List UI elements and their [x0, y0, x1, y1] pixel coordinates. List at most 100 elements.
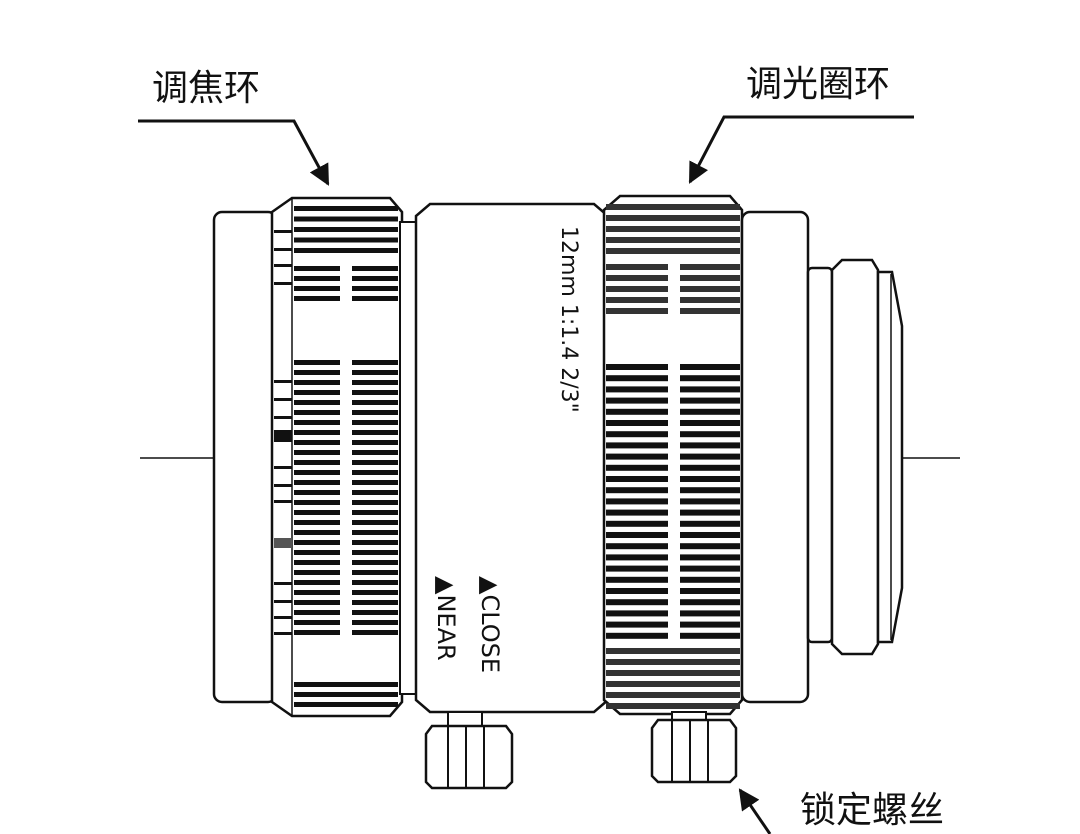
focus-ring-ridges: [294, 206, 398, 707]
focus-ridge: [352, 430, 398, 435]
focus-scale-tick: [274, 248, 292, 251]
focus-ridge: [294, 590, 340, 595]
aperture-ridge: [680, 520, 740, 527]
aperture-ridge: [606, 408, 668, 415]
focus-ridge: [294, 450, 340, 455]
focus-ridge: [352, 580, 398, 585]
aperture-ring-leader: [688, 115, 914, 184]
aperture-ridge: [606, 464, 668, 471]
close-marking-text: ▲CLOSE: [476, 576, 504, 673]
aperture-lock-screw: [650, 711, 738, 784]
aperture-ridge: [606, 670, 740, 676]
focus-ridge: [294, 296, 340, 301]
focus-ridge: [294, 480, 340, 485]
aperture-ridge: [680, 364, 740, 370]
focus-ridge: [352, 460, 398, 465]
focus-ridge: [352, 570, 398, 575]
focus-ridge: [352, 500, 398, 505]
aperture-ridge: [606, 576, 668, 583]
focus-ridge: [294, 570, 340, 575]
focus-ridge: [352, 490, 398, 495]
front-mount-outer: [806, 266, 834, 644]
focus-ridge: [294, 620, 340, 625]
aperture-ridge: [606, 632, 668, 639]
focus-ridge: [352, 550, 398, 555]
aperture-ridge: [606, 297, 668, 303]
focus-ridge: [294, 470, 340, 475]
focus-ridge: [294, 237, 398, 243]
aperture-ridge: [606, 621, 668, 628]
focus-ridge: [294, 520, 340, 525]
focus-scale-tick: [274, 500, 292, 503]
aperture-ridge: [680, 532, 740, 538]
focus-ridge: [294, 286, 340, 291]
aperture-ridge: [606, 215, 740, 221]
focus-ridge: [352, 480, 398, 485]
aperture-ridge: [606, 431, 668, 438]
aperture-ridge: [606, 237, 740, 243]
focus-ridge: [294, 580, 340, 585]
focus-ring-label: 调焦环: [152, 68, 260, 109]
aperture-ring-label: 调光圈环: [746, 64, 890, 105]
focus-ridge: [294, 410, 340, 415]
aperture-ridge: [680, 420, 740, 426]
rear-cap: [212, 210, 278, 704]
aperture-ridge: [680, 308, 740, 314]
focus-ridge: [352, 540, 398, 545]
focus-ridge: [352, 286, 398, 291]
aperture-ridge: [606, 275, 668, 281]
focus-ridge: [352, 410, 398, 415]
aperture-ridge: [680, 610, 740, 617]
focus-ridge: [294, 550, 340, 555]
focus-ridge: [294, 276, 340, 281]
focus-ridge: [294, 370, 340, 375]
aperture-ridge: [680, 375, 740, 382]
lock-screw-leader: [738, 788, 772, 834]
aperture-ridge: [680, 476, 740, 482]
aperture-ridge: [680, 431, 740, 438]
aperture-ridge: [680, 453, 740, 460]
focus-scale-tick: [274, 484, 292, 487]
focus-ridge: [294, 400, 340, 405]
focus-scale-tick: [274, 416, 292, 419]
focus-ridge: [294, 248, 398, 253]
focus-ridge: [294, 420, 340, 425]
aperture-ridge: [680, 498, 740, 505]
focus-scale-tick: [274, 380, 292, 383]
focus-ridge: [352, 390, 398, 395]
focus-scale-tick: [274, 430, 292, 442]
focus-ridge: [294, 266, 340, 271]
focus-ridge: [294, 206, 398, 211]
focus-ridge: [352, 450, 398, 455]
focus-ridge: [352, 620, 398, 625]
focus-ridge: [352, 520, 398, 525]
focus-ridge: [352, 470, 398, 475]
focus-ridge: [352, 266, 398, 271]
aperture-ridge: [606, 520, 668, 527]
focus-scale-tick: [274, 632, 292, 635]
aperture-ridge: [606, 509, 668, 516]
focus-lock-screw: [424, 711, 514, 790]
focus-ridge: [294, 692, 398, 697]
focus-ridge: [294, 630, 340, 635]
focus-scale-tick: [274, 282, 292, 285]
aperture-ridge: [606, 375, 668, 382]
aperture-ridge: [606, 264, 668, 270]
aperture-ridge: [606, 487, 668, 494]
focus-ridge: [352, 440, 398, 445]
focus-scale-tick: [274, 230, 292, 233]
near-marking-text: ▲NEAR: [432, 576, 460, 661]
focus-ridge: [294, 682, 398, 687]
focus-ridge: [294, 610, 340, 615]
aperture-ridge: [606, 397, 668, 404]
aperture-ridge: [606, 286, 668, 292]
aperture-ridge: [680, 442, 740, 449]
focus-ridge: [352, 276, 398, 281]
focus-barrel-connector: [399, 221, 417, 695]
aperture-ridge: [680, 275, 740, 281]
aperture-ridge: [680, 286, 740, 292]
focus-ridge: [294, 216, 398, 222]
focus-ridge: [294, 227, 398, 232]
focus-ridge: [294, 510, 340, 515]
focus-ridge: [294, 460, 340, 465]
